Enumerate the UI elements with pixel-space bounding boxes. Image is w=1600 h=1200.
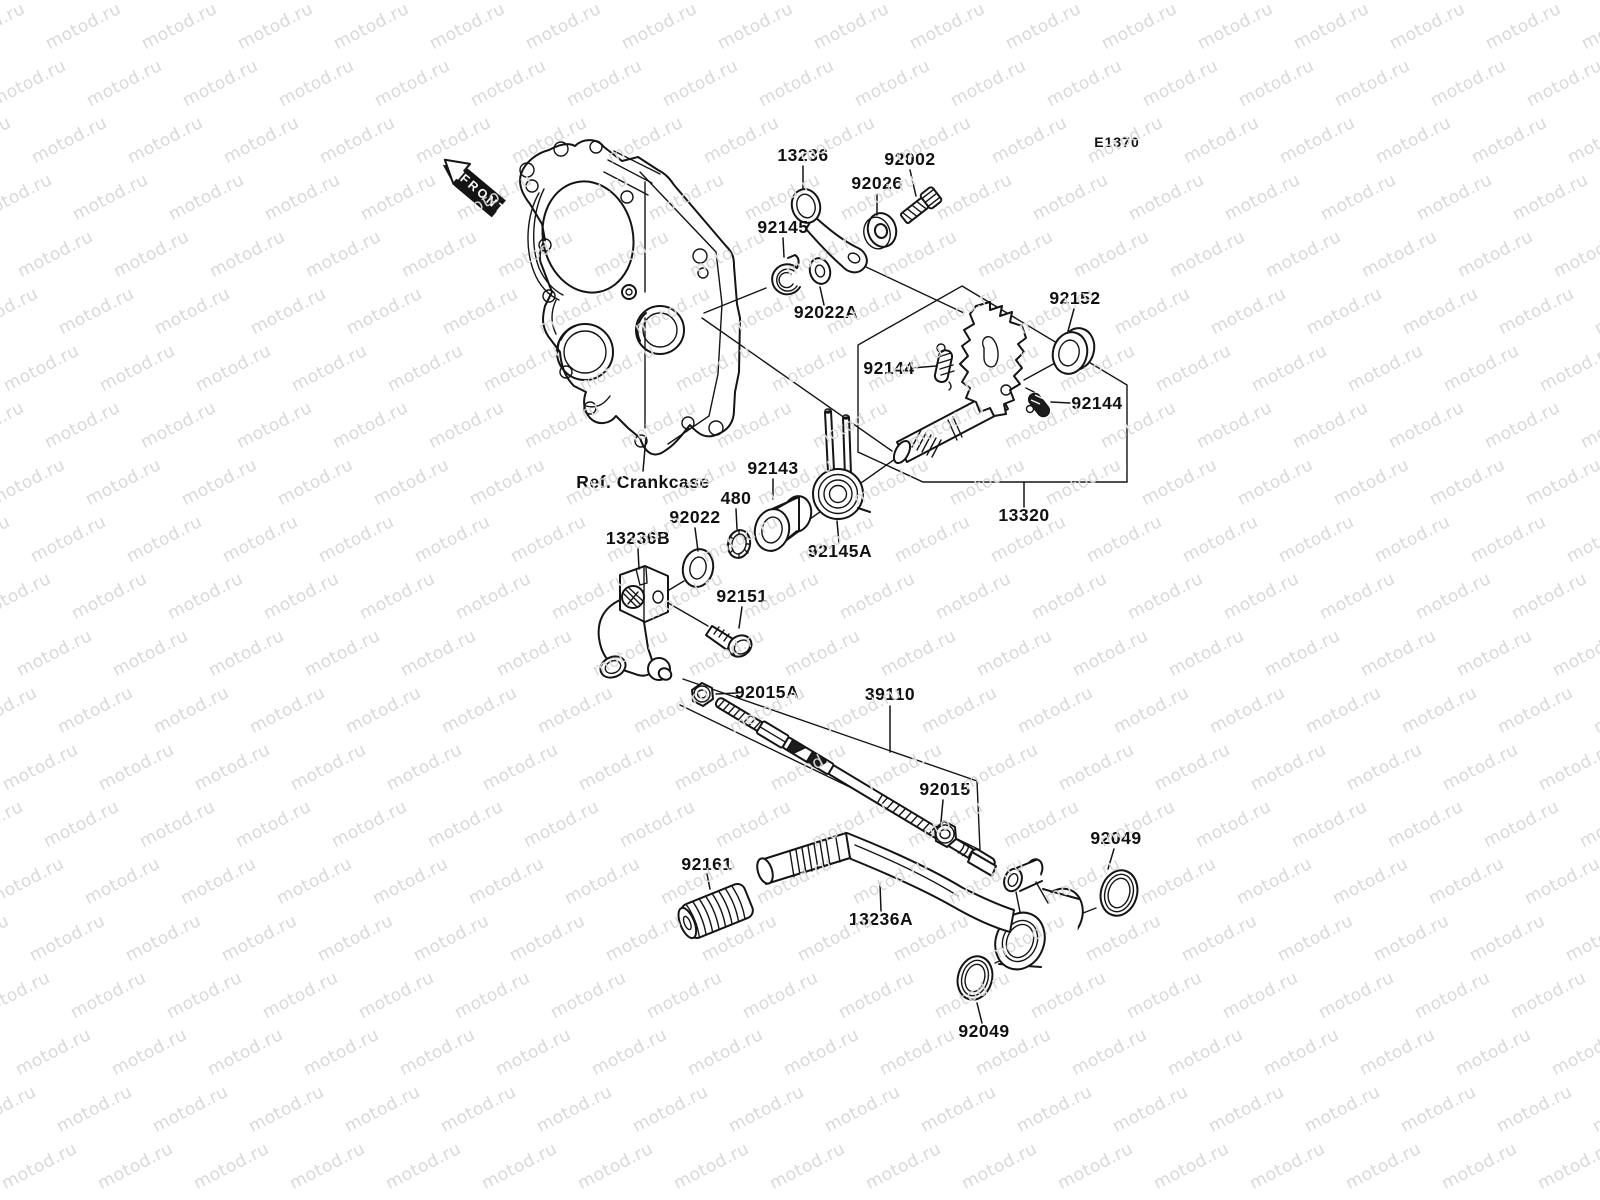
part-label-ref-crankcase: Ref. Crankcase [576,472,709,492]
part-92015A-drawing [691,682,714,707]
part-labels: 13236 92026 92002 92145 92022A 92152 92144 9214… [576,145,1141,1041]
part-92022A-drawing [808,257,832,285]
part-label-13236A: 13236A [849,909,913,929]
part-label-92022: 92022 [669,507,720,527]
part-92049-top-drawing [1099,869,1139,917]
part-label-92022A: 92022A [794,302,858,322]
part-label-92143: 92143 [747,458,798,478]
part-label-92026: 92026 [851,173,902,193]
part-label-13236B: 13236B [606,528,670,548]
part-13236A-drawing [756,832,1084,971]
part-label-92049-bottom: 92049 [958,1021,1009,1041]
part-92002-drawing [899,186,943,225]
page-code: E1370 [1094,134,1139,150]
rod-bracket-39110 [679,678,981,852]
part-92143-drawing [753,495,813,552]
assembly-box-13320 [857,285,1128,483]
part-92049-bottom-drawing [956,955,994,1001]
part-label-480: 480 [721,488,752,508]
part-92161-drawing [677,882,754,940]
part-92144-left-drawing [933,343,955,391]
part-92144-right-drawing [1025,389,1051,418]
part-label-92002: 92002 [884,149,935,169]
part-label-92144-right: 92144 [1071,393,1122,413]
part-label-92144-left: 92144 [863,358,914,378]
part-label-92152: 92152 [1049,288,1100,308]
part-92151-drawing [705,625,753,658]
part-label-92015A: 92015A [735,682,799,702]
part-13320-drawing [892,301,1051,465]
part-92022-drawing [681,548,715,588]
part-label-92151: 92151 [716,586,767,606]
part-label-92145A: 92145A [808,541,872,561]
part-92152-drawing [1051,327,1096,375]
part-92145-drawing [771,254,801,296]
part-13236-drawing [790,188,868,274]
part-label-92161: 92161 [681,854,732,874]
part-label-39110: 39110 [865,684,915,704]
part-480-drawing [726,529,752,559]
part-label-13236: 13236 [777,145,828,165]
crankcase-drawing [519,139,741,456]
part-92026-drawing [863,212,898,250]
part-92145A-drawing [812,408,871,520]
part-13236B-drawing [597,565,673,681]
part-92015-drawing [934,820,957,848]
leader-lines [637,165,1115,1024]
part-label-13320: 13320 [998,505,1049,525]
part-label-92015: 92015 [919,779,970,799]
part-label-92049-top: 92049 [1090,828,1141,848]
front-arrow-icon: FRONT [442,158,509,218]
part-label-92145: 92145 [757,217,808,237]
